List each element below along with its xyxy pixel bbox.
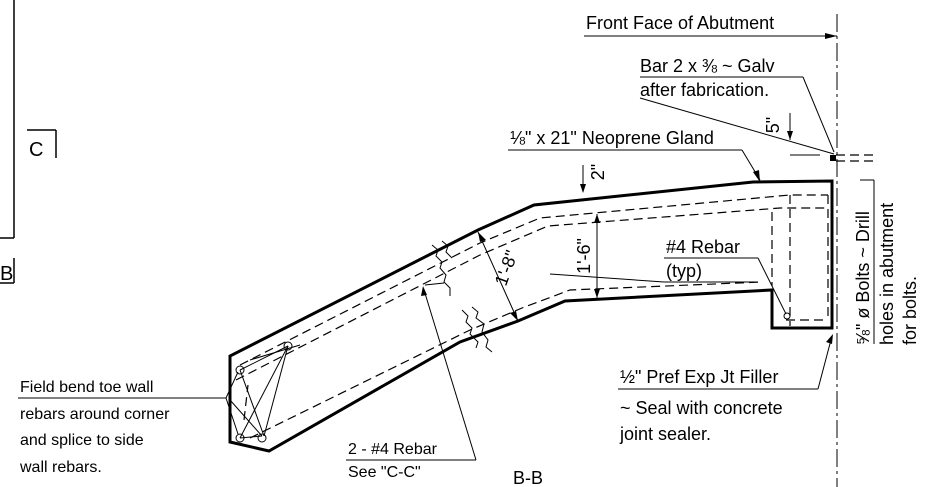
two-rebar-label-line1: 2 - #4 Rebar: [348, 441, 438, 458]
rebar-lines: [235, 194, 829, 439]
field-bend-label-line3: and splice to side: [20, 432, 144, 449]
field-bend-label-line2: rebars around corner: [20, 406, 170, 423]
bolts-label-line2: holes in abutment: [877, 203, 897, 345]
two-rebar-label-line2: See "C-C": [348, 464, 421, 481]
filler-label-line3: joint sealer.: [619, 424, 711, 444]
filler-label-line2: ~ Seal with concrete: [620, 398, 783, 418]
dimension-1ft-6in-label: 1'-6": [574, 238, 594, 274]
galv-bar-label-line2: after fabrication.: [640, 80, 769, 100]
bolts-label-line1: ⅝" ø Bolts ~ Drill: [853, 211, 873, 345]
dimension-1ft-8in: 1'-8": [477, 231, 522, 322]
rebar-dot: [783, 312, 791, 320]
section-marker-b-label: B: [0, 263, 13, 285]
rebar-section-circles: [235, 312, 791, 443]
field-bend-label-line1: Field bend toe wall: [20, 379, 153, 396]
sheet-frame-left: [0, 0, 15, 239]
section-marker-b: B: [0, 258, 15, 285]
rebar-dot: [235, 365, 245, 375]
front-face-label: Front Face of Abutment: [586, 13, 774, 33]
arrowhead: [825, 33, 837, 39]
expansion-joint-callout: ½" Pref Exp Jt Filler ~ Seal with concre…: [618, 334, 833, 444]
dimension-5in: 5": [763, 113, 820, 156]
neoprene-gland-label: ⅛" x 21" Neoprene Gland: [510, 128, 714, 148]
rebar-dot: [283, 341, 293, 351]
field-bend-label-line4: wall rebars.: [19, 459, 102, 476]
two-rebar-callout: 2 - #4 Rebar See "C-C": [346, 286, 477, 481]
rebar-solid-lines: [229, 282, 445, 439]
dimension-2in: 2": [580, 164, 608, 193]
section-title: B-B: [513, 468, 543, 487]
rebar-dot: [257, 433, 267, 443]
filler-label-line1: ½" Pref Exp Jt Filler: [620, 367, 778, 387]
rebar-typ-label-line2: (typ): [666, 261, 702, 281]
rebar-typ-callout: #4 Rebar (typ): [549, 237, 787, 315]
rebar-dot: [235, 433, 245, 443]
section-marker-c: C: [27, 129, 57, 161]
field-bend-callout: Field bend toe wall rebars around corner…: [18, 371, 239, 476]
bolts-callout: ⅝" ø Bolts ~ Drill holes in abutment for…: [853, 179, 920, 345]
rebar-typ-label-line1: #4 Rebar: [666, 237, 740, 257]
toe-wall-outline: [228, 179, 834, 453]
abutment-front-face: Front Face of Abutment: [584, 13, 838, 487]
neoprene-gland-callout: ⅛" x 21" Neoprene Gland: [508, 128, 761, 182]
galv-bar-label-line1: Bar 2 x ⅜ ~ Galv: [640, 56, 775, 76]
galv-bar-and-bolt: Bar 2 x ⅜ ~ Galv after fabrication.: [639, 56, 876, 162]
bolts-label-line3: for bolts.: [900, 276, 920, 345]
dimension-5in-label: 5": [763, 117, 783, 133]
break-lines: [431, 240, 493, 353]
dimension-1ft-6in: 1'-6": [574, 214, 600, 298]
section-marker-c-label: C: [29, 139, 43, 161]
dimension-2in-label: 2": [588, 164, 608, 180]
dimension-1ft-8in-label: 1'-8": [491, 248, 522, 289]
